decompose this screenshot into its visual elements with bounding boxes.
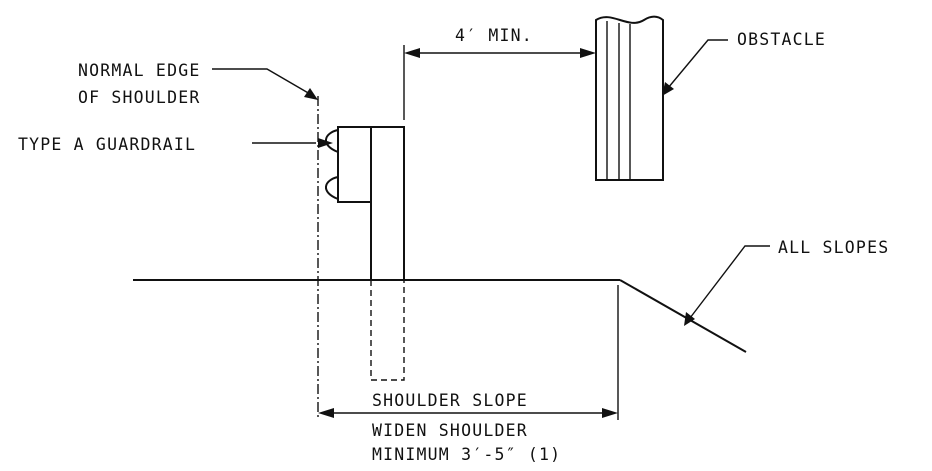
all-slopes-leader-arrow — [684, 312, 695, 326]
normal-edge-leader — [212, 68, 311, 95]
normal-edge-label-line2: OF SHOULDER — [78, 88, 200, 107]
widen-shoulder-label-line1: WIDEN SHOULDER — [372, 421, 528, 440]
w-beam-rail — [325, 129, 339, 200]
obstacle-leader — [667, 39, 728, 89]
guardrail-post-embedded — [370, 279, 405, 381]
obstacle-label: OBSTACLE — [737, 30, 826, 49]
clearance-label: 4′ MIN. — [455, 26, 533, 45]
guardrail-blockout — [337, 126, 372, 203]
foreslope-line — [619, 279, 747, 353]
guardrail-post — [370, 126, 405, 281]
shoulder-arrow-right — [602, 408, 618, 418]
obstacle-leader-arrow — [662, 82, 674, 96]
guardrail-label: TYPE A GUARDRAIL — [18, 135, 196, 154]
obstacle-shape — [595, 15, 664, 181]
all-slopes-label: ALL SLOPES — [778, 238, 889, 257]
clearance-arrow-left — [404, 48, 420, 58]
guardrail-leader-arrow — [318, 138, 333, 148]
shoulder-arrow-left — [318, 408, 334, 418]
normal-edge-leader-arrow — [304, 88, 318, 100]
widen-shoulder-label-line2: MINIMUM 3′-5″ (1) — [372, 445, 561, 464]
all-slopes-leader — [689, 245, 770, 319]
clearance-arrow-right — [580, 48, 596, 58]
normal-edge-label-line1: NORMAL EDGE — [78, 61, 200, 80]
shoulder-slope-label: SHOULDER SLOPE — [372, 391, 528, 410]
